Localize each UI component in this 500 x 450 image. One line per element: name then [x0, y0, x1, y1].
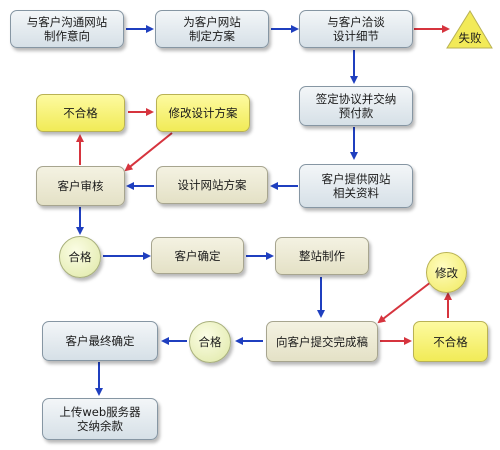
node-reject1[interactable]: 不合格: [36, 94, 125, 132]
arrow-modify-to-review: [124, 132, 173, 172]
arrow-modify2-to-submit: [377, 281, 432, 324]
node-upload[interactable]: 上传web服务器 交纳余款: [42, 398, 158, 440]
node-fail-label: 失败: [458, 31, 482, 45]
node-materials[interactable]: 客户提供网站 相关资料: [299, 164, 413, 208]
node-communicate[interactable]: 与客户沟通网站 制作意向: [10, 10, 124, 48]
node-final[interactable]: 客户最终确定: [42, 321, 158, 361]
node-confirm[interactable]: 客户确定: [151, 237, 244, 274]
node-plan[interactable]: 为客户网站 制定方案: [155, 10, 269, 48]
node-discuss[interactable]: 与客户洽谈 设计细节: [299, 10, 413, 48]
node-contract[interactable]: 签定协议并交纳 预付款: [299, 86, 413, 126]
node-review[interactable]: 客户审核: [36, 166, 125, 206]
node-reject2[interactable]: 不合格: [413, 321, 488, 362]
node-modify2[interactable]: 修改: [426, 252, 467, 293]
node-submit[interactable]: 向客户提交完成稿: [266, 321, 378, 362]
node-pass1[interactable]: 合格: [59, 236, 101, 278]
node-design[interactable]: 设计网站方案: [156, 166, 268, 204]
fail-triangle: [446, 10, 493, 49]
node-modify-design[interactable]: 修改设计方案: [156, 94, 250, 132]
node-build[interactable]: 整站制作: [275, 237, 369, 275]
node-pass2[interactable]: 合格: [189, 321, 231, 363]
